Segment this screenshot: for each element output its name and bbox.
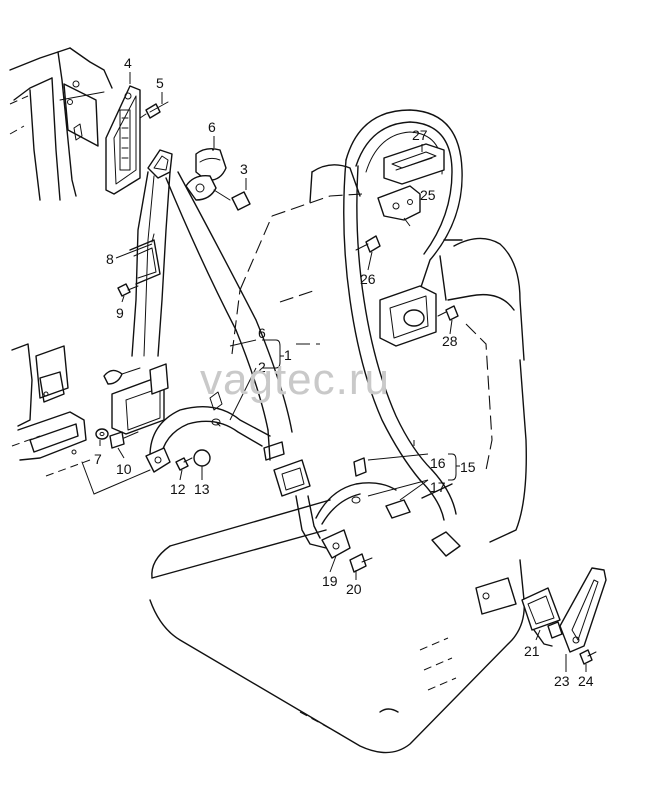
callout-6-top: 6 (208, 119, 216, 135)
callout-25: 25 (420, 187, 436, 203)
callout-1: 1 (284, 347, 292, 363)
bolt-3 (213, 189, 251, 211)
leader-lines (59, 72, 587, 672)
callout-2: 2 (258, 359, 266, 375)
callout-28: 28 (442, 333, 458, 349)
callout-8: 8 (106, 251, 114, 267)
callout-12: 12 (170, 481, 186, 497)
bracket-23 (559, 567, 607, 653)
upper-right-retractor (377, 143, 445, 221)
callout-16: 16 (430, 455, 446, 471)
belt-guide-bracket (185, 175, 217, 201)
bolt-12 (175, 457, 193, 471)
callout-9: 9 (116, 305, 124, 321)
seat-outline (149, 164, 527, 754)
callout-17: 17 (430, 479, 446, 495)
belt-upper-left (131, 171, 293, 433)
callout-19: 19 (322, 573, 338, 589)
height-adjuster (105, 85, 141, 195)
callout-20: 20 (346, 581, 362, 597)
cap-13 (193, 449, 211, 467)
screw-26 (355, 235, 381, 253)
callout-13: 13 (194, 481, 210, 497)
center-buckle (263, 429, 311, 497)
callout-24: 24 (578, 673, 594, 689)
callout-7: 7 (94, 451, 102, 467)
callout-6-bracket: 6 (258, 325, 266, 341)
washer-7 (95, 428, 109, 440)
callout-10: 10 (116, 461, 132, 477)
lower-anchor-left (145, 391, 271, 473)
callout-27: 27 (412, 127, 428, 143)
retractor-unit (103, 363, 169, 435)
bolt-5 (139, 101, 169, 119)
callout-4: 4 (124, 55, 132, 71)
callout-5: 5 (156, 75, 164, 91)
callout-15: 15 (460, 459, 476, 475)
bolt-28 (437, 305, 459, 321)
belt-right (343, 109, 463, 557)
callout-26: 26 (360, 271, 376, 287)
callout-21: 21 (524, 643, 540, 659)
bolt-10 (109, 431, 139, 449)
callout-23: 23 (554, 673, 570, 689)
wire-bracket-8 (129, 233, 161, 285)
screw-9 (117, 283, 139, 297)
watermark-text: vagtec.ru (200, 355, 390, 404)
screw-24 (579, 649, 597, 665)
callout-3: 3 (240, 161, 248, 177)
bolt-20 (349, 553, 373, 573)
buckle-cable (295, 482, 397, 559)
b-pillar-outline (9, 47, 113, 477)
lower-right-buckle (521, 587, 563, 647)
cap-16 (351, 457, 367, 504)
lower-right-retractor (379, 285, 437, 347)
callout-labels: 4 5 6 3 27 25 8 26 9 28 6 1 2 16 15 17 7… (94, 55, 594, 689)
upper-belt-guide (147, 149, 173, 179)
